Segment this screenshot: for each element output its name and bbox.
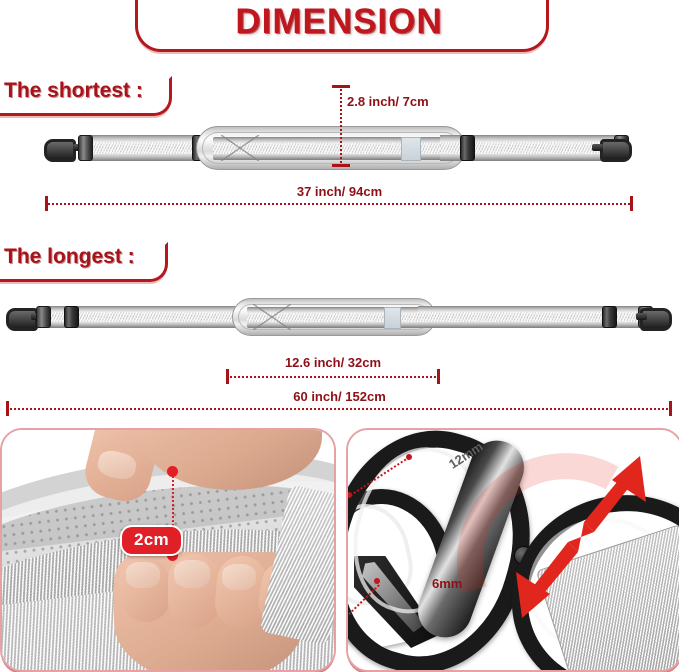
shoulder-pad [232,298,436,336]
dimension-line-thickness [332,85,350,167]
page-title: DIMENSION [235,2,443,41]
clip-right-shortest [592,134,632,162]
dimension-line-longest-length [6,401,672,416]
dimension-line-stroke [226,376,440,378]
buckle-left [64,306,79,328]
dimension-cap-right [630,196,633,211]
longest-label: The longest : [4,245,135,268]
measure-dot-6mm-a [374,578,380,584]
clip-bar-icon [636,313,647,320]
measure-dotted-line-2cm [172,472,174,554]
dimension-cap-right [669,401,672,416]
dimension-line-stroke [45,203,633,205]
dimension-cap-left [45,196,48,211]
clip-right-longest [636,304,672,331]
shoulder-pad [196,126,466,170]
dimension-label-shortest-length: 37 inch/ 94cm [296,184,383,199]
dimension-cap-left [226,369,229,384]
shortest-label: The shortest : [4,79,143,102]
clip-bar-icon [592,144,603,151]
webbing-right [418,306,640,328]
hand-finger-1-nail [126,562,160,588]
pad-webbing-overlay [213,137,449,160]
measurement-label-6mm: 6mm [432,576,463,591]
clip-ring-icon [44,139,76,162]
dimension-line-stroke [340,85,342,167]
hook-main-rivet [514,546,533,565]
dimension-cap-right [437,369,440,384]
pad-logo-patch [384,307,401,329]
buckle-right [602,306,617,328]
dimension-line-pad-length [226,369,440,384]
clip-hardware-photo-panel [346,428,679,672]
strap-longest [6,298,673,336]
photo-clip-hardware [348,430,679,670]
dimension-line-stroke [6,408,672,410]
dimension-line-shortest-length [45,196,633,211]
strap-shortest [44,126,632,170]
dimension-cap-left [6,401,9,416]
dimension-label-longest-length: 60 inch/ 152cm [293,389,386,404]
dimension-label-pad-length: 12.6 inch/ 32cm [284,355,382,370]
pad-cross-stitch-icon [253,304,291,330]
clip-ring-icon [600,139,632,162]
buckle-right [460,135,475,161]
measure-dot-12mm-b [406,454,412,460]
dimension-cap-top [332,85,350,88]
pad-webbing-overlay [247,307,423,328]
pad-cross-stitch-icon [221,135,259,161]
shortest-label-frame [0,76,172,116]
dimension-cap-bottom [332,164,350,167]
strap-tip-left [36,306,51,328]
hand-finger-3-nail [222,564,256,590]
webbing-left [38,306,256,328]
thickness-badge: 2cm [120,525,183,556]
strap-tip-left [78,135,93,161]
rotation-arrow-icon [456,453,646,618]
dimension-label-thickness: 2.8 inch/ 7cm [347,94,429,109]
hand-finger-2-nail [174,560,210,588]
longest-label-frame [0,242,168,282]
measure-dot-12mm-a [348,492,352,498]
pad-logo-patch [401,137,421,161]
measure-dot-top [167,466,178,477]
title-frame [135,0,549,52]
